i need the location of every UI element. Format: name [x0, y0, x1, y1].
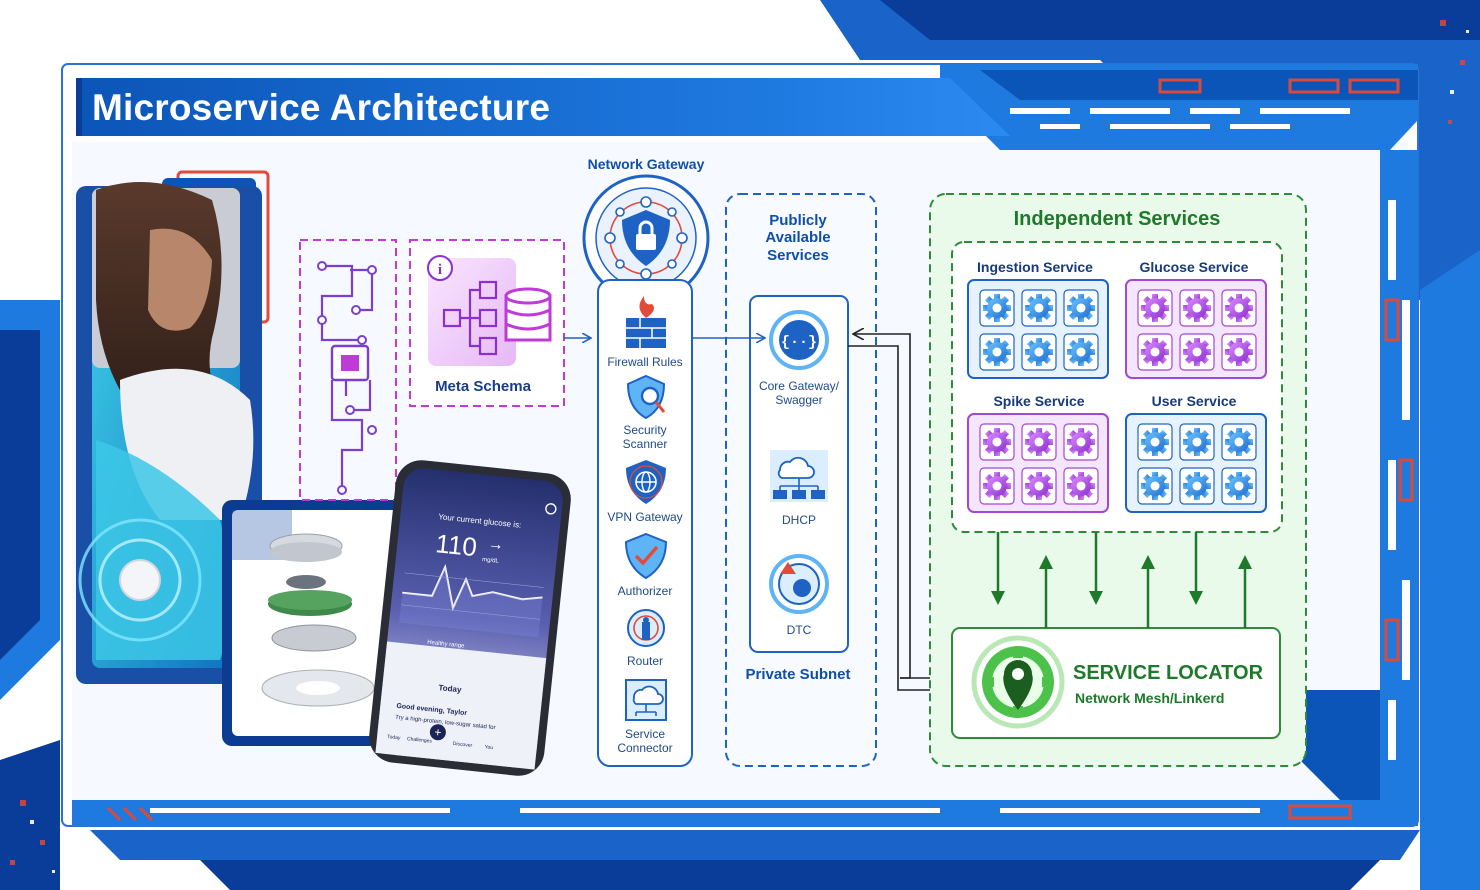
meta-schema-box: i — [409, 239, 565, 407]
gear-icon — [1063, 423, 1099, 461]
title-band-edge — [76, 78, 82, 136]
gear-icon — [1137, 423, 1173, 461]
firewall-rules-label: Firewall Rules — [607, 355, 683, 369]
schema-database-icon — [504, 287, 552, 342]
nav-today[interactable]: Today — [386, 734, 401, 742]
title-band — [76, 78, 1010, 136]
gear-icon — [1137, 289, 1173, 327]
info-icon — [427, 255, 453, 281]
phone-screen: Your current glucose is: 110 → mg/dL Hea… — [375, 466, 564, 769]
svg-text:i: i — [438, 262, 442, 278]
nav-you[interactable]: You — [484, 744, 494, 752]
nav-discover[interactable]: Discover — [452, 740, 473, 749]
security-scanner-icon — [626, 374, 666, 420]
trend-arrow-icon: → — [486, 535, 505, 555]
firewall-icon — [626, 296, 666, 348]
service-locator-title: SERVICE LOCATOR — [1073, 662, 1264, 684]
dtc-gear-icon — [769, 554, 829, 614]
day-label: Today — [438, 683, 462, 695]
gear-icon — [1179, 289, 1215, 327]
gear-icon — [1021, 333, 1057, 371]
router-icon — [627, 609, 665, 647]
page-title: Microservice Architecture — [92, 87, 551, 128]
gear-icon — [1179, 333, 1215, 371]
security-scanner-label: Security Scanner — [622, 423, 668, 451]
gear-icon — [979, 333, 1015, 371]
circuit-connector — [299, 239, 397, 501]
gear-icon — [1179, 423, 1215, 461]
circuit-pattern-top-right — [940, 64, 1418, 150]
glucose-value: 110 — [434, 528, 479, 563]
service-locator-subtitle: Network Mesh/Linkerd — [1075, 690, 1225, 706]
ingestion-service-label: Ingestion Service — [977, 259, 1093, 275]
user-service-label: User Service — [1151, 393, 1237, 409]
core-gateway-label: Core Gateway/ Swagger — [758, 379, 840, 407]
circuit-pattern-right — [1380, 150, 1418, 826]
vpn-gateway-icon — [626, 460, 666, 504]
gear-icon — [1021, 423, 1057, 461]
glucose-sensor-icon — [119, 559, 161, 601]
private-subnet-label: Private Subnet — [745, 666, 851, 683]
circuit-pattern-bottom — [72, 690, 1418, 826]
gear-icon — [1221, 423, 1257, 461]
phone-mockup: + — [369, 460, 571, 776]
gear-icon — [979, 423, 1015, 461]
gear-icon — [1021, 289, 1057, 327]
gear-icon — [1221, 289, 1257, 327]
independent-services-group — [929, 193, 1307, 767]
gear-icon — [1221, 467, 1257, 505]
gear-icon — [1063, 333, 1099, 371]
cloud-connector-icon — [625, 679, 667, 721]
dtc-label: DTC — [786, 623, 812, 637]
gear-icon — [979, 467, 1015, 505]
location-gear-icon — [971, 635, 1065, 729]
network-gateway-title: Network Gateway — [587, 156, 705, 172]
independent-services-title: Independent Services — [1013, 208, 1221, 230]
public-services-title: Publicly Available Services — [765, 212, 831, 264]
gear-icon — [1221, 333, 1257, 371]
gear-icon — [1179, 467, 1215, 505]
meta-schema-label: Meta Schema — [435, 378, 531, 395]
dhcp-label: DHCP — [781, 513, 816, 527]
dhcp-cloud-icon — [770, 450, 828, 502]
sensor-exploded-view — [222, 500, 418, 746]
gear-icon — [1063, 467, 1099, 505]
tip-text: Try a high-protein, low-sugar salad for — [394, 714, 496, 732]
vpn-gateway-label: VPN Gateway — [607, 510, 683, 524]
glucose-service-label: Glucose Service — [1139, 259, 1249, 275]
authorizer-label: Authorizer — [617, 584, 673, 598]
svg-text:+: + — [434, 725, 442, 740]
gateway-shield-icon — [604, 196, 688, 280]
service-locator-group — [951, 532, 1281, 739]
gear-icon — [979, 289, 1015, 327]
patient-photo — [76, 170, 270, 684]
gear-icon — [1137, 467, 1173, 505]
gear-icon — [1063, 289, 1099, 327]
service-connector-label: Service Connector — [617, 727, 673, 755]
svg-text:{··}: {··} — [781, 334, 817, 351]
nav-challenges[interactable]: Challenges — [406, 736, 433, 745]
glucose-prompt: Your current glucose is: — [437, 512, 522, 530]
authorizer-icon — [624, 532, 668, 580]
spike-service-label: Spike Service — [993, 393, 1085, 409]
router-label: Router — [626, 654, 664, 668]
glucose-unit: mg/dL — [481, 556, 500, 565]
gear-icon — [1021, 467, 1057, 505]
api-braces-icon: {··} — [769, 310, 829, 370]
gear-icon — [1137, 333, 1173, 371]
network-gateway-group — [582, 174, 710, 767]
range-label: Healthy range — [426, 639, 465, 650]
